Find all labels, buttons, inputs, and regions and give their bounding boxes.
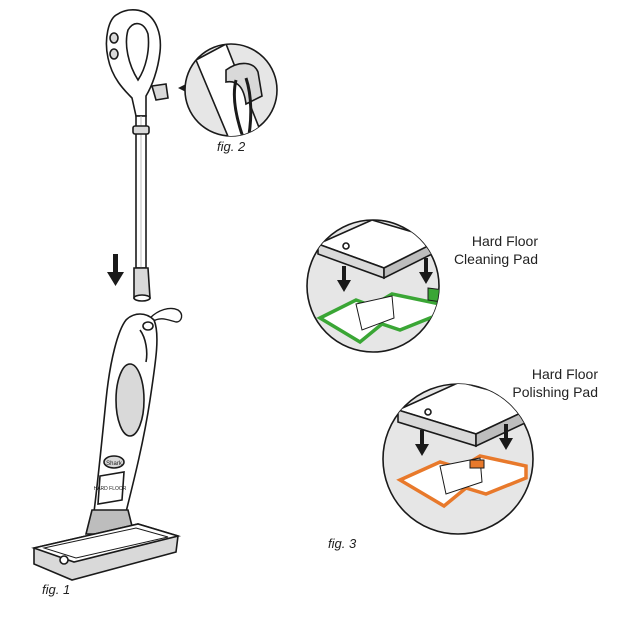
upper-handle [105, 9, 169, 302]
brand-mark: Shark [106, 461, 123, 467]
power-cord [149, 307, 183, 323]
polishing-pad-caption: Hard Floor Polishing Pad [490, 365, 598, 401]
fig-2-label: fig. 2 [217, 139, 246, 154]
detail-polishing-pad [382, 383, 534, 535]
cleaning-pad-caption: Hard Floor Cleaning Pad [430, 232, 538, 268]
mop-head [31, 523, 182, 581]
polishing-pad-line1: Hard Floor [531, 366, 598, 382]
fig-3-label: fig. 3 [328, 536, 357, 551]
cleaning-pad-line2: Cleaning Pad [453, 251, 538, 267]
detail-cleaning-pad [306, 219, 440, 353]
fig-1-label: fig. 1 [42, 582, 71, 597]
panel-text: HARD FLOOR [94, 486, 127, 492]
cleaning-pad-line1: Hard Floor [471, 233, 538, 249]
insert-arrow [107, 254, 124, 286]
mop-body: Shark HARD FLOOR [84, 313, 158, 535]
polishing-pad-line2: Polishing Pad [512, 384, 598, 400]
detail-cord-hook [178, 43, 278, 137]
